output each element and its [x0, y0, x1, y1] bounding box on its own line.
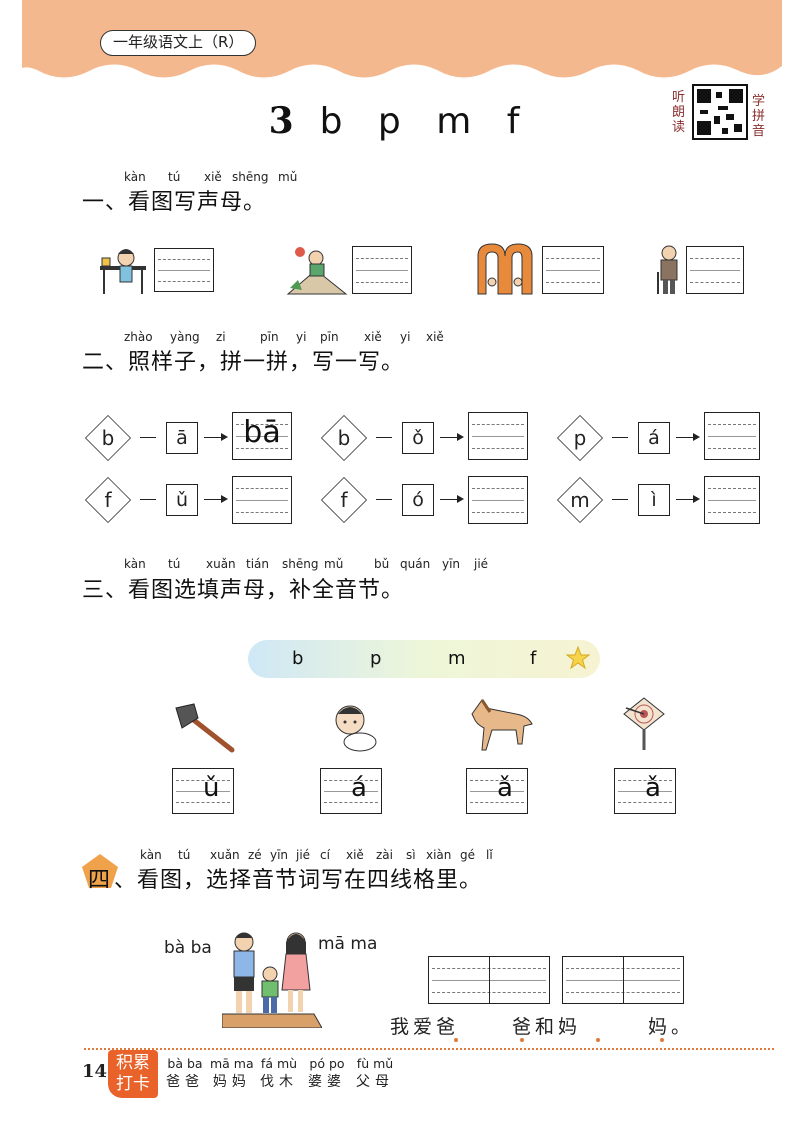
final-box: ǒ — [402, 422, 434, 454]
sec1-answer-box-2[interactable] — [352, 246, 412, 294]
final-a3: ǎ — [645, 773, 661, 803]
choice-b: b — [292, 648, 304, 669]
qr-left-text: 听朗读 — [672, 90, 686, 135]
lesson-number: 3 — [268, 100, 306, 142]
syllable-answer-box[interactable] — [704, 476, 760, 524]
initial-diamond: f — [84, 476, 132, 524]
final-box: ì — [638, 484, 670, 516]
horse-picture — [471, 699, 533, 751]
syllable-answer-box[interactable] — [704, 412, 760, 460]
sec3-answer-box-3[interactable]: ǎ — [466, 768, 528, 814]
wavy-header-band — [22, 0, 782, 78]
sec4-title: 、看图，选择音节词写在四线格里。 — [114, 868, 483, 893]
final-box: ǔ — [166, 484, 198, 516]
initial-diamond: m — [556, 476, 604, 524]
dash-connector — [140, 499, 156, 500]
axe-picture — [175, 703, 235, 753]
sentence-part-3: 妈。 — [648, 1016, 695, 1038]
syllable-answer-box[interactable] — [468, 412, 528, 460]
qr-right-text: 学拼音 — [752, 94, 766, 139]
arrow-icon — [440, 433, 464, 441]
dash-connector — [376, 437, 392, 438]
initial-diamond: f — [320, 476, 368, 524]
emphasis-dot — [520, 1038, 524, 1042]
choice-p: p — [370, 648, 382, 669]
word-answer-box-1[interactable] — [428, 956, 550, 1004]
initial-diamond: b — [84, 414, 132, 462]
final-a3: ǎ — [497, 773, 513, 803]
lesson-letters: b p m f — [319, 101, 532, 142]
girl-at-desk-picture — [100, 249, 146, 294]
final-a2: á — [351, 773, 367, 803]
word-mama: mā ma — [318, 934, 378, 954]
dash-connector — [612, 437, 628, 438]
lesson-title: 3 b p m f — [0, 100, 800, 142]
grade-label: 一年级语文上（R） — [100, 30, 257, 56]
initial-diamond: p — [556, 414, 604, 462]
initial-diamond: b — [320, 414, 368, 462]
final-box: ó — [402, 484, 434, 516]
sec1-answer-box-3[interactable] — [542, 246, 604, 294]
page-header: 一年级语文上（R） — [22, 0, 782, 80]
choice-m: m — [448, 648, 466, 669]
sec2-title: 二、照样子，拼一拼，写一写。 — [82, 350, 405, 375]
example-answer: bā — [243, 415, 281, 450]
pentagon-number-badge — [82, 854, 118, 888]
page-number: 14 — [82, 1061, 108, 1082]
sec3-answer-box-2[interactable]: á — [320, 768, 382, 814]
sec1-answer-box-1[interactable] — [154, 248, 214, 292]
emphasis-dot — [660, 1038, 664, 1042]
qr-code-icon[interactable] — [692, 84, 748, 140]
accumulate-badge: 积累打卡 — [108, 1050, 158, 1098]
final-box: á — [638, 422, 670, 454]
choice-f: f — [530, 648, 537, 669]
sec3-answer-box-1[interactable]: ǔ — [172, 768, 234, 814]
syllable-answer-box[interactable]: bā — [232, 412, 292, 460]
family-picture — [222, 932, 322, 1028]
sentence-part-2: 爸和妈 — [512, 1016, 582, 1038]
syllable-answer-box[interactable] — [468, 476, 528, 524]
sec1-title: 一、看图写声母。 — [82, 190, 267, 215]
sec1-answer-box-4[interactable] — [686, 246, 744, 294]
sec4-number: 四 — [88, 868, 112, 893]
final-box: ā — [166, 422, 198, 454]
star-icon — [566, 646, 590, 670]
final-u3: ǔ — [203, 773, 220, 803]
word-answer-box-2[interactable] — [562, 956, 684, 1004]
arrow-icon — [204, 495, 228, 503]
sentence-part-1: 我爱爸 — [390, 1016, 460, 1038]
sec3-answer-box-4[interactable]: ǎ — [614, 768, 676, 814]
syllable-answer-box[interactable] — [232, 476, 292, 524]
emphasis-dot — [596, 1038, 600, 1042]
dash-connector — [376, 499, 392, 500]
emphasis-dot — [454, 1038, 458, 1042]
initials-choice-band: b p m f — [248, 640, 600, 678]
arrow-icon — [204, 433, 228, 441]
footer-divider — [84, 1048, 774, 1050]
boy-climbing-picture — [286, 247, 348, 295]
arrow-icon — [676, 433, 700, 441]
arrow-icon — [676, 495, 700, 503]
sec3-title: 三、看图选填声母，补全音节。 — [82, 578, 405, 603]
dash-connector — [612, 499, 628, 500]
old-man-picture — [657, 245, 678, 294]
target-picture — [623, 697, 665, 750]
baby-crawling-picture — [335, 705, 377, 752]
dash-connector — [140, 437, 156, 438]
arrow-icon — [440, 495, 464, 503]
word-baba: bà ba — [164, 938, 212, 958]
letter-m-gate-picture — [477, 243, 533, 295]
